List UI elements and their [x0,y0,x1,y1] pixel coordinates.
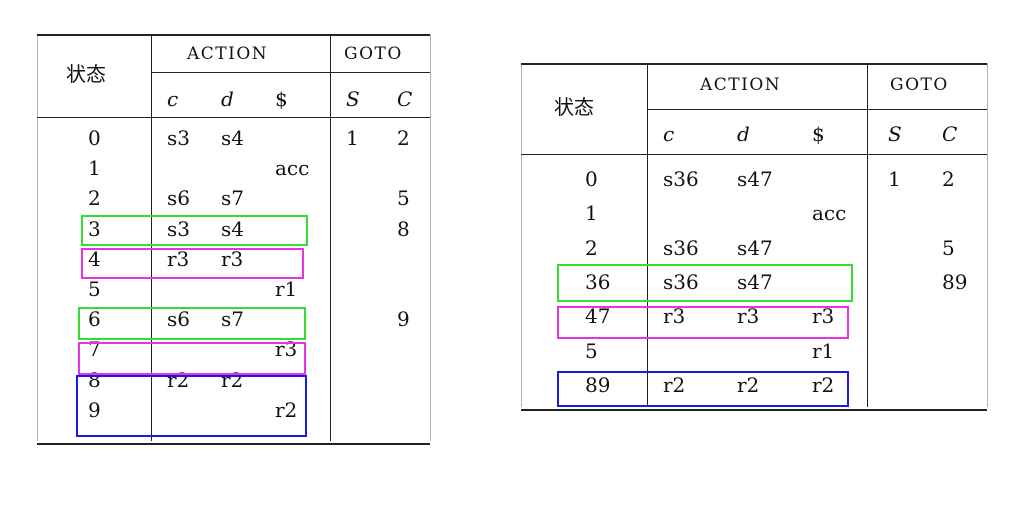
cell-state: 0 [585,167,598,191]
cell-dollar: r1 [812,338,835,363]
left-table-frame [37,34,430,445]
cell-d: s4 [221,126,244,150]
action-col-dollar: $ [275,87,288,111]
cell-dollar: r3 [812,304,835,329]
cell-C: 8 [397,216,410,241]
left-border [37,34,38,441]
cell-C: 9 [397,307,410,332]
cell-d: s7 [221,186,244,211]
right-table-frame [521,63,987,411]
cell-C: 5 [397,186,410,211]
cell-dollar: r2 [812,372,835,397]
action-col-dollar: $ [812,122,825,146]
cell-c: s36 [663,235,699,260]
header-bottom-rule [37,117,430,118]
right-border [987,63,988,407]
cell-C: 2 [397,126,410,150]
state-header: 状态 [554,95,594,119]
state-36-box [557,264,853,302]
state-3-box [81,215,308,246]
cell-c: s6 [167,307,190,332]
cell-c: r2 [663,372,686,397]
right-border [430,34,431,441]
cell-state: 1 [585,201,598,226]
cell-d: s7 [221,307,244,332]
cell-C: 89 [942,269,968,294]
cell-dollar: acc [812,201,847,226]
cell-C: 2 [942,167,955,191]
action-col-c: c [663,122,675,146]
cell-dollar: r1 [275,277,298,301]
action-header: ACTION [700,75,782,95]
goto-col-C: C [942,122,958,146]
cell-c: s36 [663,167,699,191]
cell-c: s36 [663,269,699,294]
cell-state: 2 [585,235,598,260]
state-column-divider [647,63,648,407]
state-89-box [557,371,849,407]
state-6-box [78,307,306,340]
cell-c: s3 [167,216,190,241]
left-border [521,63,522,407]
cell-c: r3 [663,304,686,329]
cell-d: s47 [737,269,773,294]
cell-d: s47 [737,235,773,260]
cell-c: r3 [167,246,190,271]
cell-d: s47 [737,167,773,191]
goto-column-divider [330,34,331,441]
cell-state: 9 [88,397,101,422]
cell-state: 89 [585,372,611,397]
header-group-rule [151,72,430,73]
cell-d: r3 [221,246,244,271]
cell-state: 6 [88,307,101,332]
cell-d: r3 [737,304,760,329]
action-col-d: d [221,87,234,111]
header-bottom-rule [521,154,987,155]
cell-dollar: r3 [275,337,298,362]
goto-col-S: S [346,87,360,111]
goto-header: GOTO [890,75,949,95]
cell-state: 3 [88,216,101,241]
cell-state: 7 [88,337,101,362]
state-47-box [557,306,849,339]
cell-state: 47 [585,304,611,329]
cell-state: 36 [585,269,611,294]
cell-state: 5 [88,277,101,301]
action-col-c: c [167,87,179,111]
cell-C: 5 [942,235,955,260]
goto-col-S: S [888,122,902,146]
state-8-9-box [76,375,307,437]
cell-d: r2 [737,372,760,397]
goto-col-C: C [397,87,413,111]
state-7-box [78,342,306,375]
state-column-divider [151,34,152,441]
action-header: ACTION [187,44,269,64]
cell-dollar: acc [275,156,310,181]
state-header: 状态 [66,62,106,86]
cell-state: 1 [88,156,101,181]
cell-state: 2 [88,186,101,211]
state-4-box [81,248,304,279]
cell-state: 5 [585,338,598,363]
cell-d: s4 [221,216,244,241]
goto-column-divider [867,63,868,407]
goto-header: GOTO [344,44,403,64]
action-col-d: d [737,122,750,146]
cell-c: s6 [167,186,190,211]
cell-S: 1 [888,167,901,191]
cell-dollar: r2 [275,397,298,422]
cell-state: 4 [88,246,101,271]
header-group-rule [647,109,987,110]
cell-state: 0 [88,126,101,150]
cell-c: s3 [167,126,190,150]
cell-S: 1 [346,126,359,150]
